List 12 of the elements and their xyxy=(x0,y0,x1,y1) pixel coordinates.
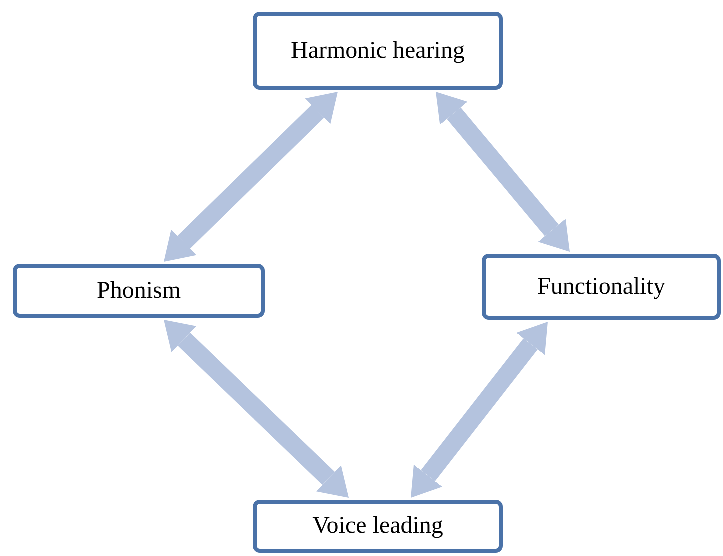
text-box xyxy=(253,500,503,553)
text-box xyxy=(482,254,721,320)
double-arrow xyxy=(164,320,349,498)
double-arrow xyxy=(436,92,570,252)
text-box xyxy=(13,264,265,318)
box-label: Harmonic hearing xyxy=(291,38,465,64)
box-label: Phonism xyxy=(96,278,182,304)
double-arrow xyxy=(164,92,338,262)
box-label: Functionality xyxy=(538,274,666,300)
box-label: Voice leading xyxy=(312,513,444,540)
text-box xyxy=(253,12,503,90)
double-arrow xyxy=(411,322,548,498)
